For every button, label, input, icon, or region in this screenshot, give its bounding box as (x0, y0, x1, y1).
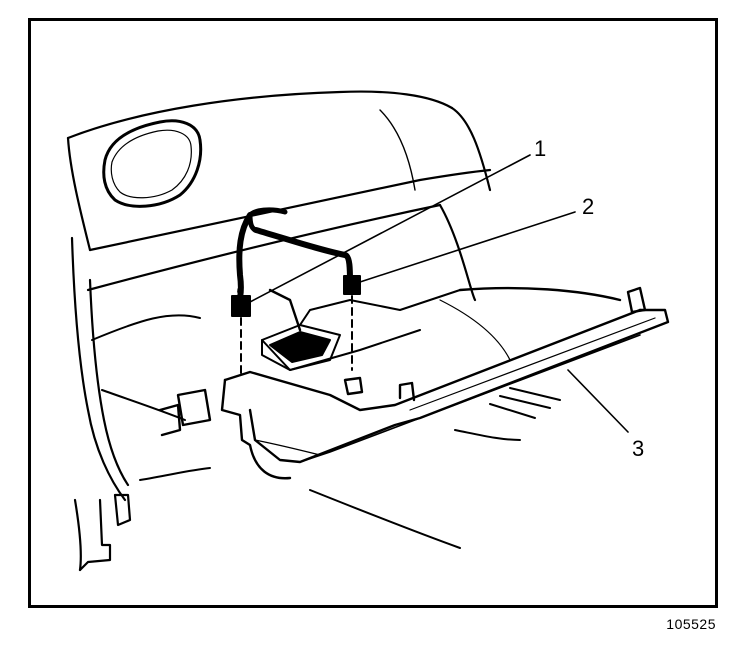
wiring-harness (235, 207, 353, 313)
callout-1: 1 (534, 136, 547, 161)
body-panel (66, 90, 492, 302)
figure-number: 105525 (666, 616, 716, 632)
connector-1 (231, 295, 251, 376)
connector-2 (343, 275, 361, 371)
callout-2: 2 (582, 194, 595, 219)
leader-lines (249, 154, 629, 433)
floor-module (261, 289, 461, 371)
callout-3: 3 (632, 436, 645, 461)
panel-opening (102, 119, 203, 208)
left-pillar (70, 236, 132, 572)
floor (91, 314, 561, 549)
sill-retainer (158, 286, 670, 480)
